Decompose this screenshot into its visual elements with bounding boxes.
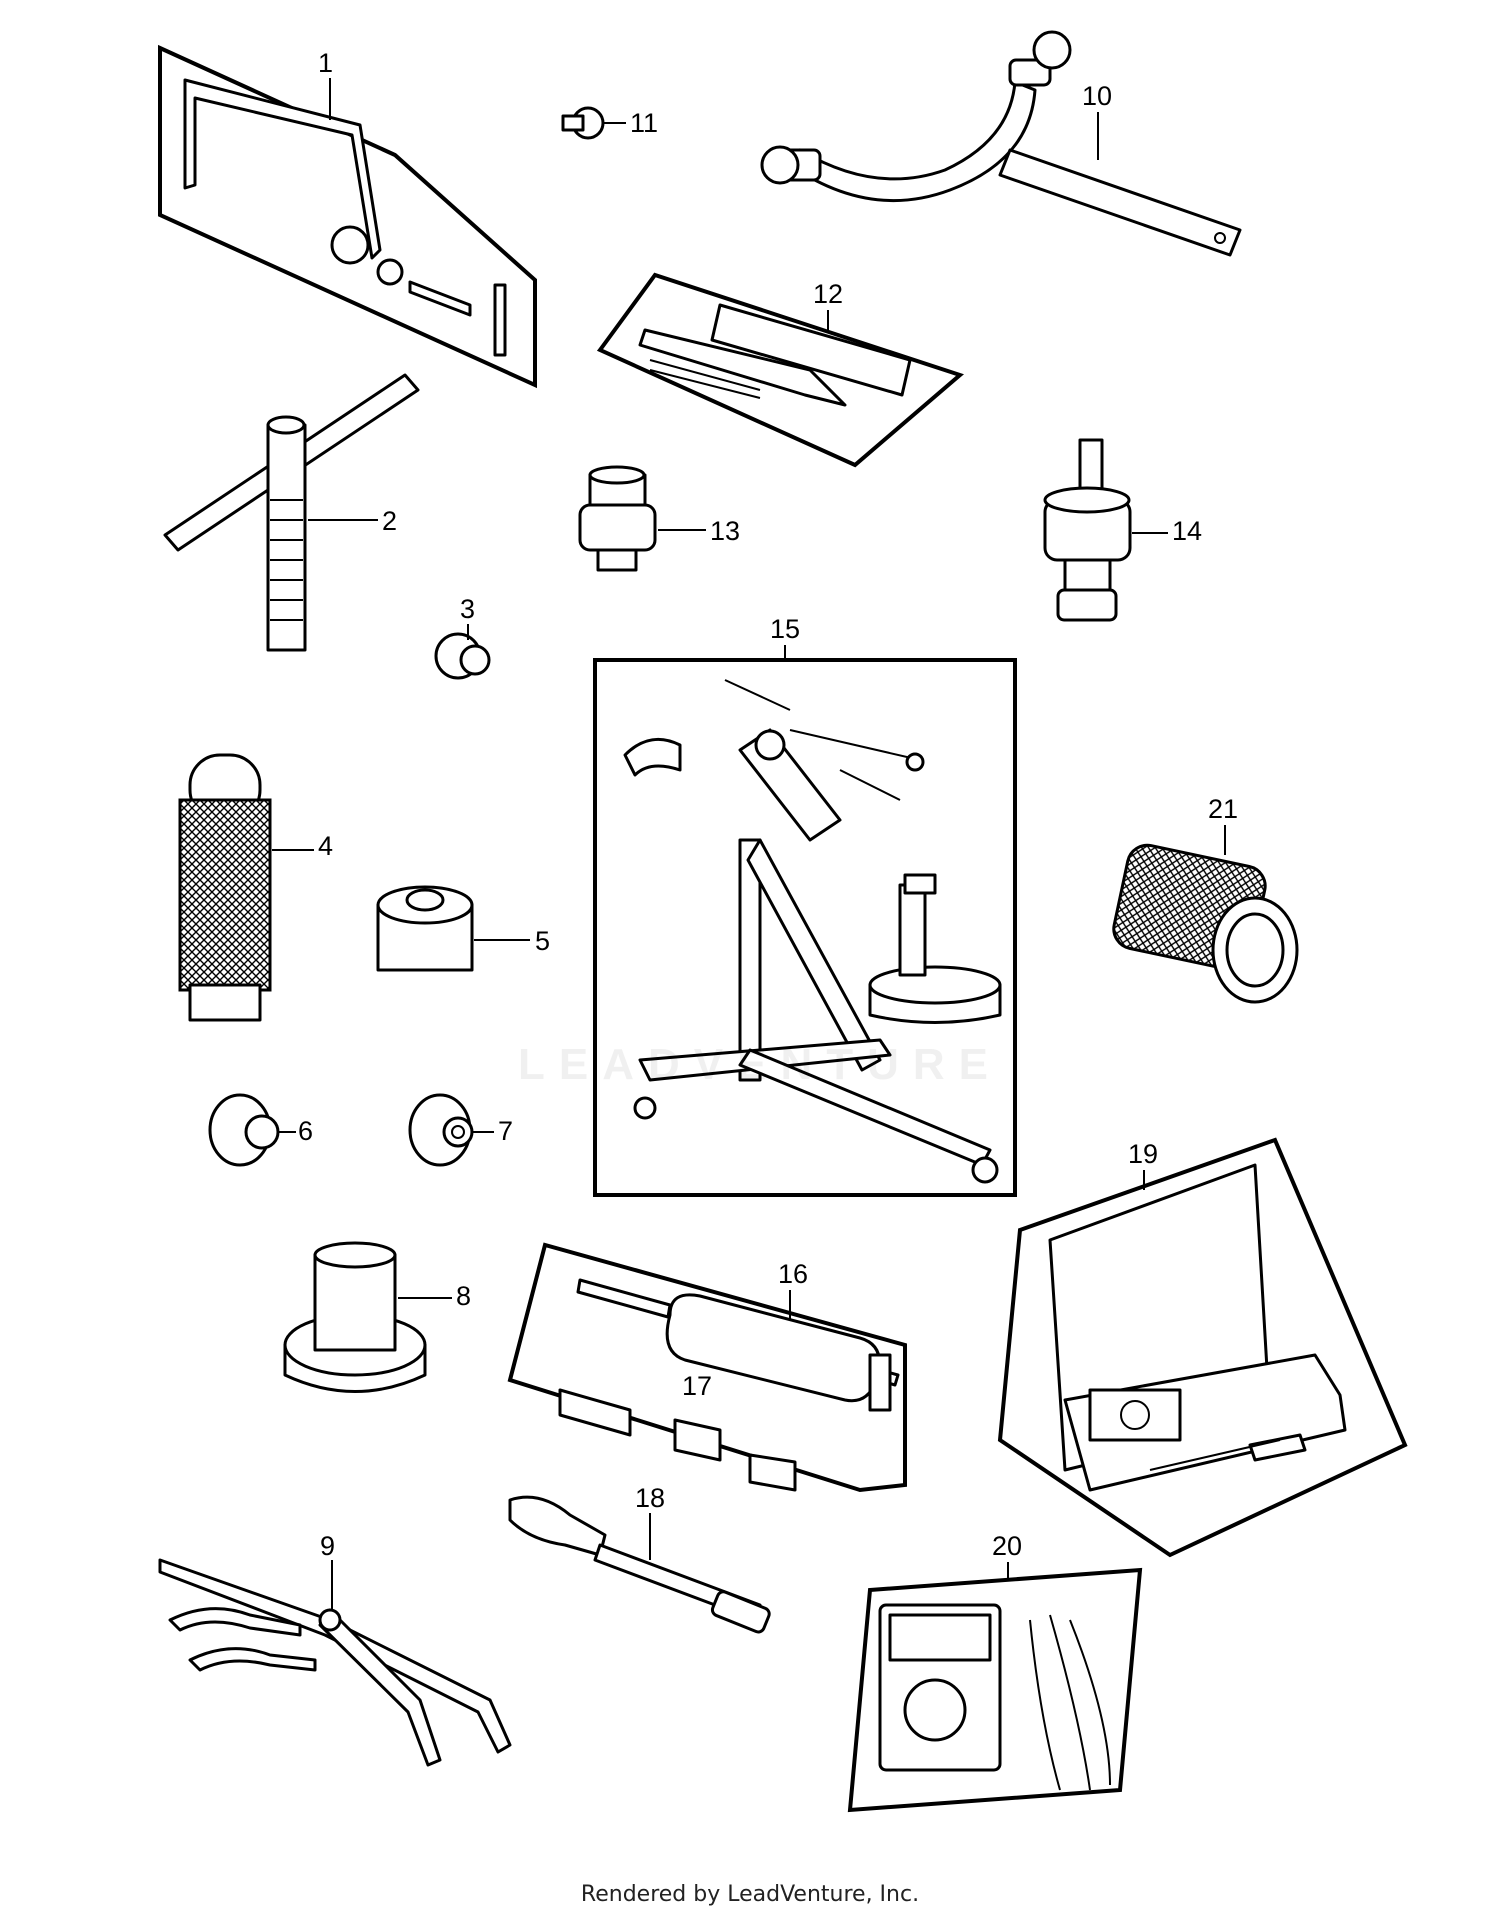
part-10-spanner-wrench — [760, 30, 1242, 257]
callout-6: 6 — [298, 1116, 313, 1146]
callout-21: 21 — [1208, 794, 1238, 824]
callout-12: 12 — [813, 279, 843, 309]
part-14-puller-bolt — [1043, 438, 1132, 622]
part-13-adapter — [578, 465, 657, 572]
part-1-tool-kit — [158, 44, 537, 389]
callout-3: 3 — [460, 594, 475, 624]
callout-2: 2 — [382, 506, 397, 536]
part-17-adapters — [558, 1388, 797, 1492]
callout-4: 4 — [318, 831, 333, 861]
callout-5: 5 — [535, 926, 550, 956]
part-6-bushing — [208, 1093, 280, 1167]
callout-20: 20 — [992, 1531, 1022, 1561]
callout-18: 18 — [635, 1483, 665, 1513]
callout-8: 8 — [456, 1281, 471, 1311]
callout-14: 14 — [1172, 516, 1202, 546]
part-9-locking-pliers — [158, 1558, 512, 1767]
part-3-adapter — [434, 632, 491, 680]
part-18-oil-filter-wrench — [508, 1495, 771, 1634]
callout-17: 17 — [682, 1371, 712, 1401]
part-12-installer-set — [596, 272, 964, 468]
part-8-base-stand — [283, 1241, 427, 1393]
rendered-by-footer: Rendered by LeadVenture, Inc. — [580, 1882, 920, 1907]
part-11-pin — [561, 106, 605, 140]
part-5-collar — [376, 885, 474, 972]
callout-9: 9 — [320, 1531, 335, 1561]
callout-16: 16 — [778, 1259, 808, 1289]
callout-10: 10 — [1082, 81, 1112, 111]
watermark: LEADVENTURE — [517, 1040, 1003, 1089]
part-7-bushing — [408, 1093, 474, 1167]
part-19-tester-case — [997, 1137, 1408, 1558]
callout-1: 1 — [318, 48, 333, 78]
part-15-engine-stand — [593, 658, 1017, 1197]
callout-11: 11 — [630, 108, 658, 138]
part-20-multimeter — [847, 1567, 1143, 1813]
callout-13: 13 — [710, 516, 740, 546]
callout-19: 19 — [1128, 1139, 1158, 1169]
callout-7: 7 — [498, 1116, 513, 1146]
part-2-t-handle-tool — [163, 373, 420, 652]
callout-15: 15 — [770, 614, 800, 644]
part-21-knurled-adapter — [1112, 843, 1299, 1004]
part-16-slide-hammer-kit — [507, 1242, 907, 1493]
part-4-knurled-driver — [178, 753, 272, 1022]
